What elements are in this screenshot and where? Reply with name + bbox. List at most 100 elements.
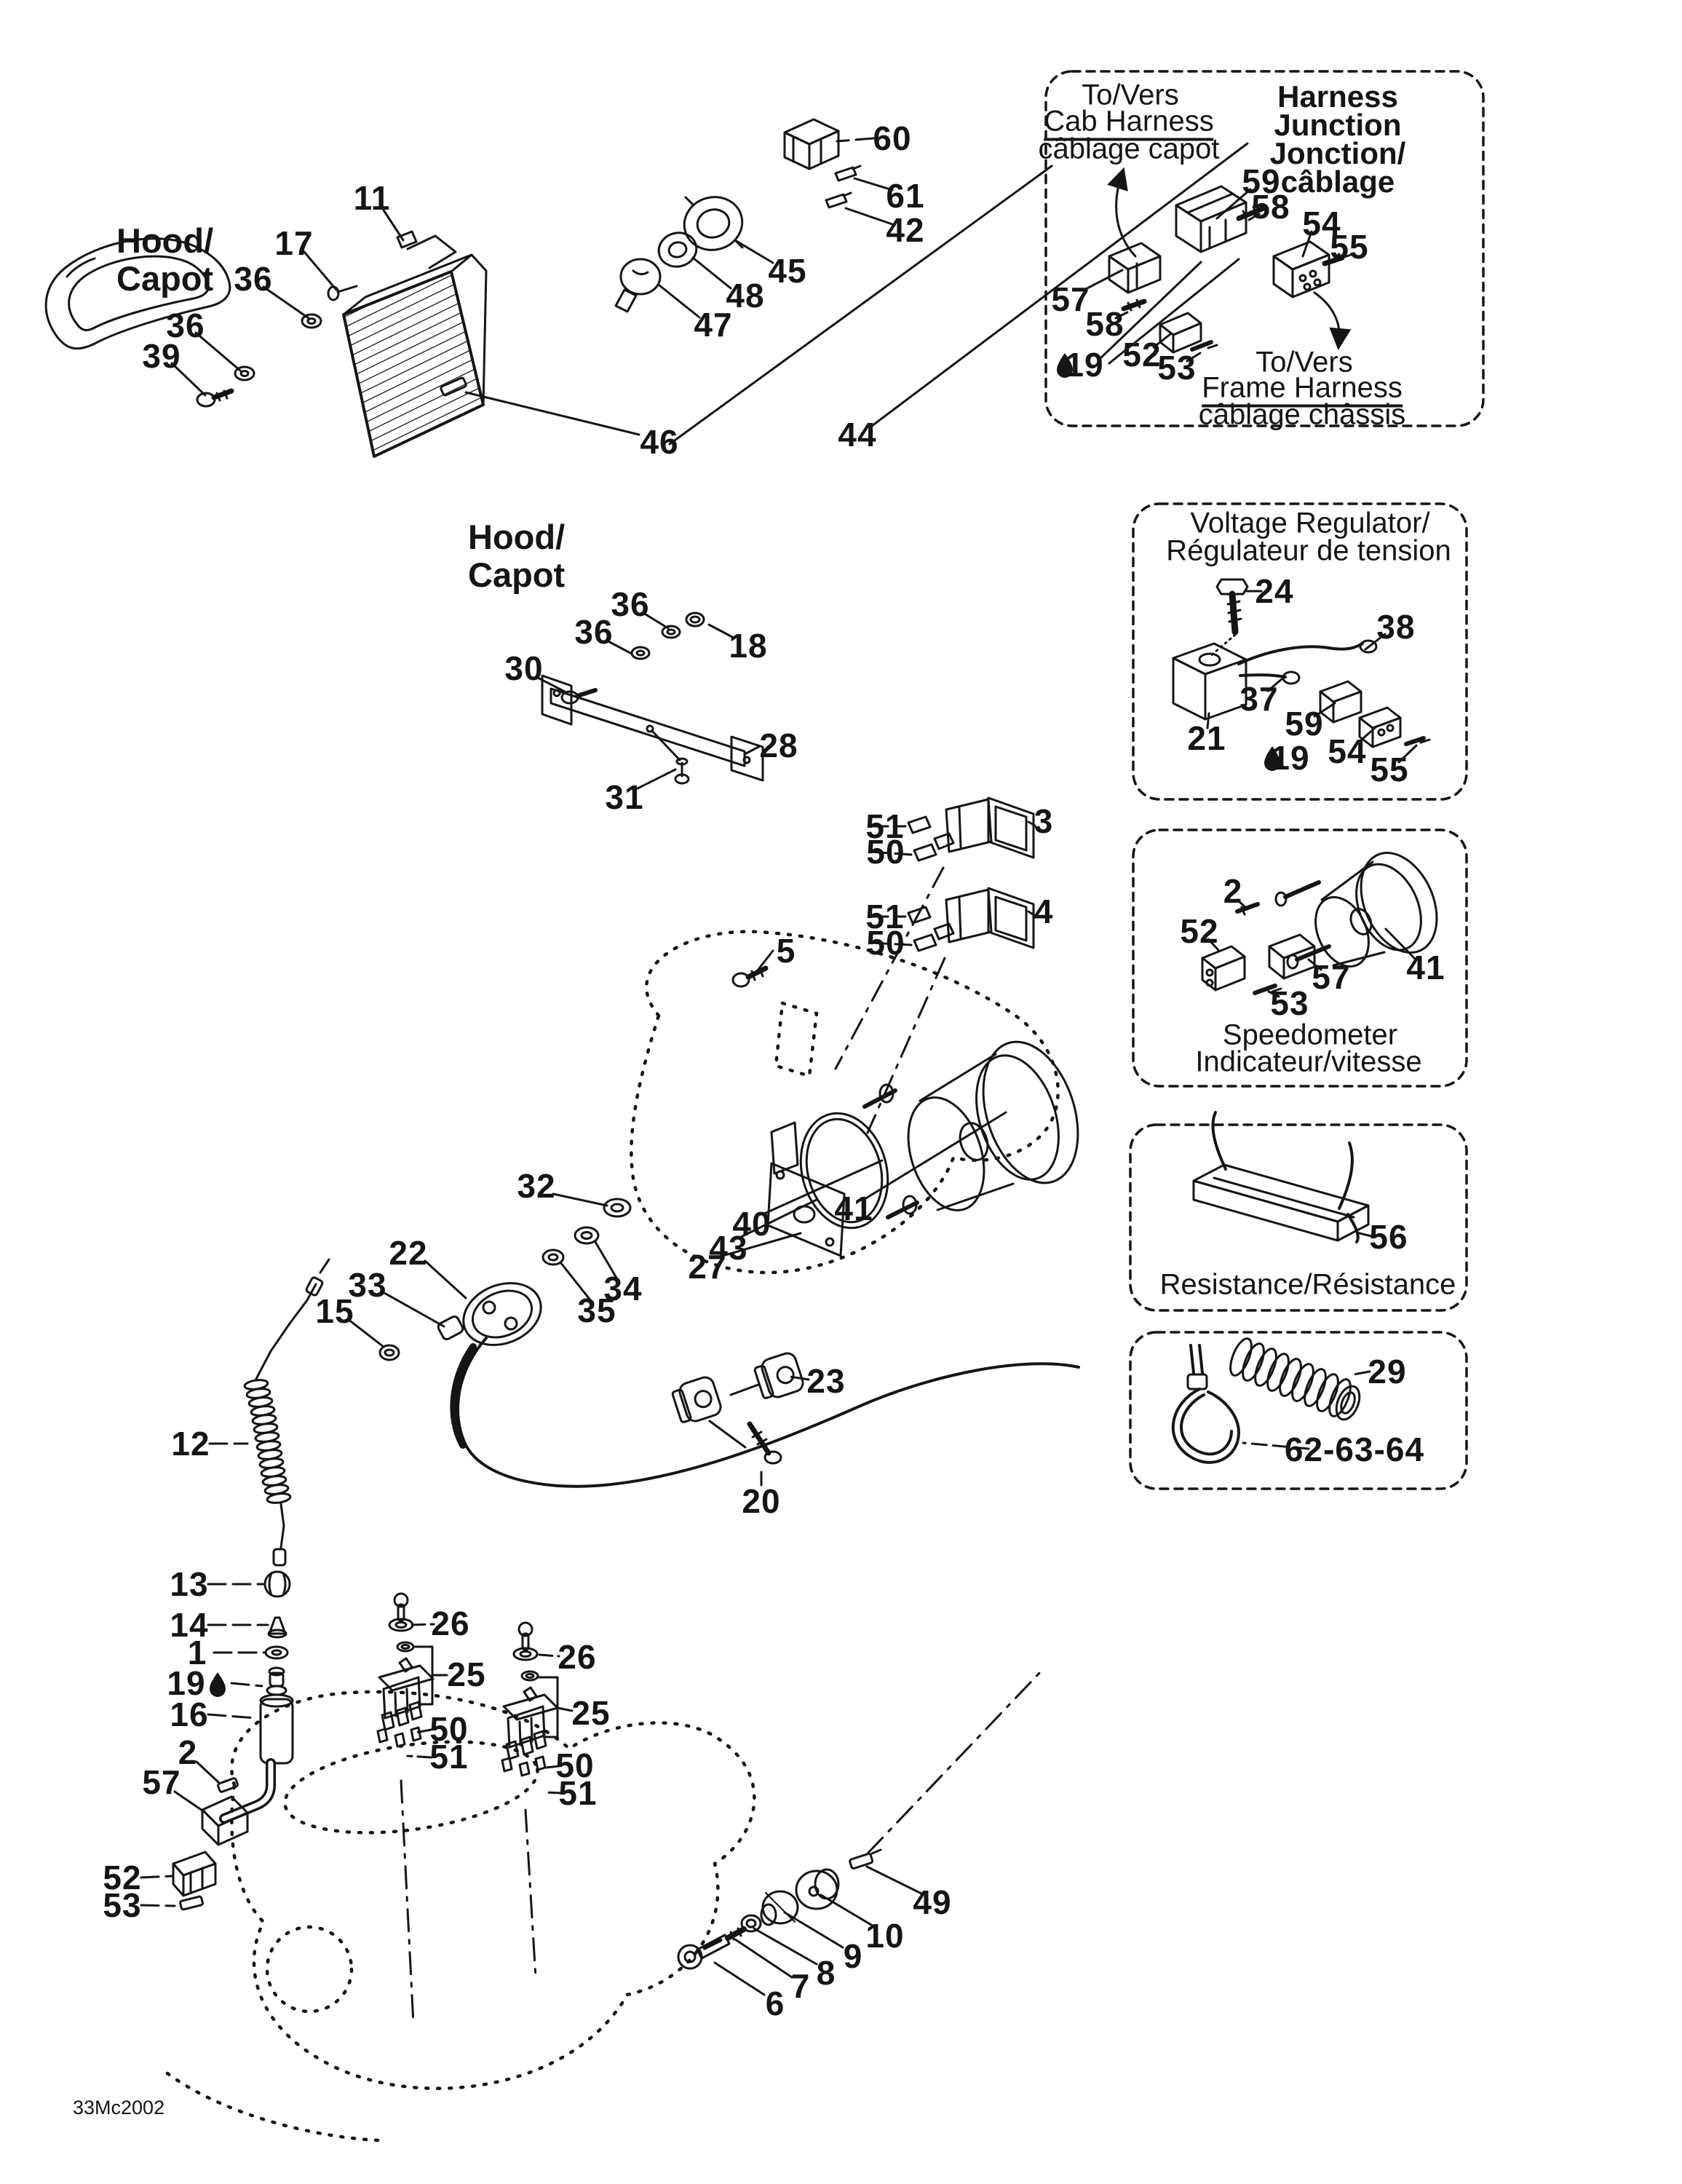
harness-box-cablage-capot: câblage capot: [1038, 132, 1220, 165]
callout-50-20: 50: [866, 833, 905, 871]
callout-26-48: 26: [431, 1605, 470, 1642]
callout-1-41: 1: [187, 1634, 207, 1671]
callout-33-28: 33: [348, 1266, 387, 1304]
tether-cord-drawing: [243, 1258, 330, 1567]
callout-52-69: 52: [1122, 336, 1162, 373]
callout-45-10: 45: [768, 252, 807, 290]
callout-25-49: 25: [447, 1655, 486, 1693]
callout-51-19: 51: [865, 807, 905, 845]
callout-58-63: 58: [1251, 188, 1290, 226]
callout-46-5: 46: [640, 423, 679, 461]
callout-30-16: 30: [504, 649, 544, 687]
callout-57-66: 57: [1051, 280, 1090, 318]
voltage-regulator-title-fr: Régulateur de tension: [1166, 534, 1451, 567]
callout-9-58: 9: [843, 1937, 863, 1975]
callout-14-40: 14: [170, 1606, 209, 1644]
hood-label-2: Hood/Capot: [468, 518, 565, 593]
callout-50-54: 50: [555, 1746, 595, 1784]
toggle-switch-projection-lines: [400, 1669, 1044, 2025]
callout-42-9: 42: [886, 211, 925, 249]
callout-29-85: 29: [1368, 1353, 1407, 1390]
callout-52-80: 52: [1180, 912, 1219, 950]
callout-43-32: 43: [709, 1229, 748, 1267]
callout-53-47: 53: [103, 1886, 142, 1924]
callout-52-46: 52: [103, 1859, 142, 1896]
callout-17-1: 17: [274, 224, 314, 262]
cable-clips-drawing: [671, 1352, 804, 1465]
callout-56-84: 56: [1369, 1218, 1408, 1256]
callout-61-8: 61: [886, 177, 925, 215]
callout-31-18: 31: [605, 778, 644, 816]
callout-27-33: 27: [688, 1248, 727, 1286]
callout-53-70: 53: [1157, 349, 1197, 387]
callout-4-24: 4: [1034, 893, 1054, 930]
callout-53-82: 53: [1270, 984, 1309, 1022]
callout-44-6: 44: [838, 416, 877, 454]
callout-32-26: 32: [517, 1167, 556, 1205]
rocker-switch-4-drawing: [907, 887, 1035, 952]
callout-36-14: 36: [574, 613, 614, 651]
callout-57-45: 57: [142, 1763, 181, 1801]
callout-54-64: 54: [1302, 205, 1341, 242]
callout-10-57: 10: [865, 1917, 905, 1955]
hood-label-1-line1: Hood/: [116, 221, 214, 260]
hood-outline-drawing: [44, 237, 231, 350]
callout-55-78: 55: [1370, 751, 1409, 788]
callout-40-34: 40: [732, 1205, 771, 1243]
rocker-switch-3-drawing: [907, 796, 1035, 862]
harness-box-title-1: Harness: [1277, 79, 1398, 114]
oil-drop-icons: [210, 353, 1280, 1697]
hood-label-2-line1: Hood/: [468, 518, 566, 556]
callout-36-13: 36: [611, 585, 650, 623]
callout-51-55: 51: [558, 1774, 598, 1812]
hood-label-1-line2: Capot: [116, 258, 214, 298]
callout-23-36: 23: [806, 1362, 846, 1400]
callout-19-68: 19: [1065, 346, 1104, 384]
leader-lines: [140, 137, 1418, 1996]
callout-41-35: 41: [834, 1190, 873, 1227]
callout-22-27: 22: [389, 1234, 428, 1272]
callout-59-62: 59: [1242, 162, 1281, 200]
headlight-drawing: [196, 230, 488, 458]
speedometer-box-contents: [1201, 852, 1438, 995]
bottom-left-connectors-drawing: [172, 1777, 249, 1911]
callout-39-4: 39: [142, 337, 181, 375]
detail-box-borders: [1044, 70, 1485, 1490]
callout-38-72: 38: [1376, 608, 1416, 646]
harness-box-to-vers-top: To/Vers: [1082, 79, 1179, 111]
callout-51-22: 51: [865, 898, 905, 935]
callout-19-76: 19: [1271, 739, 1310, 777]
tether-cap-switch-drawing: [219, 1570, 294, 1824]
callout-8-59: 8: [816, 1954, 836, 1992]
callout-3-21: 3: [1034, 802, 1054, 840]
callout-15-29: 15: [315, 1292, 354, 1330]
voltage-regulator-contents: [1172, 578, 1431, 748]
harness-box-title-3: Jonction/: [1269, 136, 1406, 170]
harness-box-title-4: câblage: [1280, 165, 1395, 199]
speedo-sensor-cable-drawing: [378, 1282, 1080, 1488]
callout-36-2: 36: [234, 260, 273, 298]
screw-5-drawing: [731, 965, 769, 988]
hood-label-1: Hood/Capot: [116, 222, 213, 297]
voltage-regulator-title-en: Voltage Regulator/: [1190, 507, 1430, 539]
ties-contents: [1171, 1337, 1361, 1464]
dash-panel-dotted-outline: [630, 930, 1060, 1275]
callout-20-37: 20: [742, 1482, 781, 1520]
harness-box-cablage-chassis: câblage châssis: [1198, 398, 1406, 431]
callout-50-50: 50: [429, 1710, 469, 1748]
callout-25-53: 25: [571, 1694, 611, 1732]
harness-junction-contents: [440, 167, 1352, 397]
callout-18-15: 18: [729, 627, 768, 665]
resistance-label: Resistance/Résistance: [1159, 1268, 1456, 1301]
callout-37-73: 37: [1239, 680, 1279, 718]
harness-box-to-vers-bottom: To/Vers: [1255, 346, 1353, 379]
callout-47-12: 47: [694, 306, 733, 344]
callout-54-77: 54: [1328, 732, 1367, 770]
cab-harness-underlined: Cab Harness: [1044, 105, 1214, 141]
callout-55-65: 55: [1330, 228, 1369, 266]
frame-harness-underlined: Frame Harness: [1202, 371, 1403, 408]
callout-28-17: 28: [759, 727, 798, 764]
bulb-and-socket-drawing: [614, 118, 862, 313]
